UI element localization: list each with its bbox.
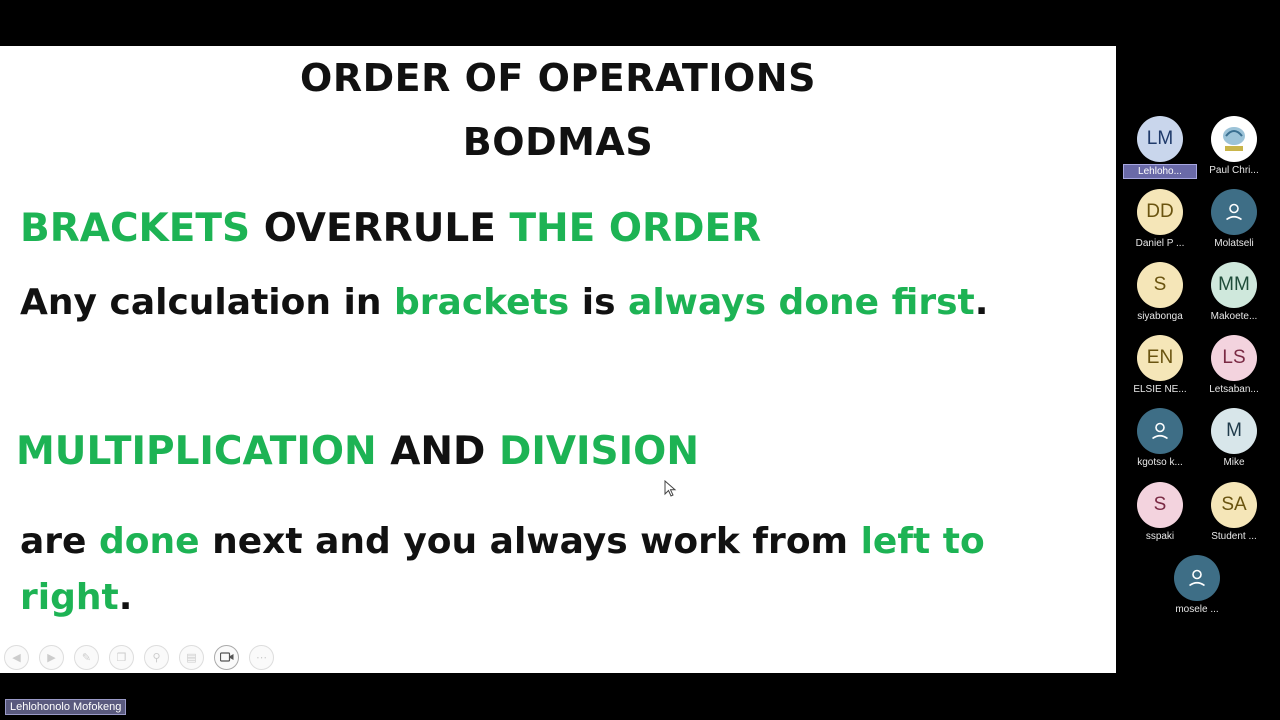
heading-green-text: MULTIPLICATION — [16, 429, 377, 474]
more-icon[interactable]: ⋯ — [249, 644, 274, 670]
participant-name: ELSIE NE... — [1133, 384, 1187, 395]
heading-green-text: BRACKETS — [20, 206, 251, 251]
participant-name: Makoete... — [1210, 311, 1258, 322]
avatar: MM — [1211, 262, 1257, 308]
avatar: DD — [1137, 189, 1183, 235]
participant-name: sspaki — [1145, 531, 1175, 542]
multiplication-explanation: are done next and you always work from l… — [20, 514, 1090, 626]
participant-name: Molatseli — [1214, 238, 1254, 249]
slide-subtitle: BODMAS — [462, 120, 654, 164]
participant-tile[interactable]: Molatseli — [1197, 189, 1271, 255]
zoom-icon[interactable]: ⚲ — [144, 644, 169, 670]
participant-name: Letsaban... — [1209, 384, 1259, 395]
highlight-text: brackets — [394, 282, 570, 323]
avatar: M — [1211, 408, 1257, 454]
participant-tile[interactable]: M Mike — [1197, 408, 1271, 474]
avatar: LS — [1211, 335, 1257, 381]
body-text: is — [569, 282, 629, 323]
participant-tile[interactable]: kgotso k... — [1123, 408, 1197, 474]
participant-name: Mike — [1223, 457, 1245, 468]
logo-avatar-icon — [1211, 116, 1257, 162]
brackets-explanation: Any calculation in brackets is always do… — [20, 282, 988, 323]
body-text: . — [974, 282, 989, 323]
prev-icon[interactable]: ◀ — [4, 644, 29, 670]
participants-panel: LM Lehloho... Paul Chri... DD Daniel P ... Mo… — [1116, 0, 1280, 720]
participant-tile[interactable]: MM Makoete... — [1197, 262, 1271, 328]
avatar: SA — [1211, 482, 1257, 528]
participant-tile[interactable]: Paul Chri... — [1197, 116, 1271, 182]
participant-name: mosele ... — [1175, 604, 1219, 615]
participant-name: Paul Chri... — [1209, 165, 1259, 176]
participant-tile[interactable]: SA Student ... — [1197, 482, 1271, 548]
participant-name: Daniel P ... — [1135, 238, 1185, 249]
multiplication-heading: MULTIPLICATION AND DIVISION — [16, 429, 699, 474]
camera-icon[interactable] — [214, 644, 239, 670]
slide-title: ORDER OF OPERATIONS — [300, 56, 816, 100]
highlight-text: done — [99, 521, 200, 562]
subtitles-icon[interactable]: ▤ — [179, 644, 204, 670]
participant-name: Student ... — [1211, 531, 1257, 542]
copy-icon[interactable]: ❐ — [109, 644, 134, 670]
heading-green-text: DIVISION — [498, 429, 699, 474]
pen-icon[interactable]: ✎ — [74, 644, 99, 670]
participant-name: siyabonga — [1137, 311, 1183, 322]
next-icon[interactable]: ▶ — [39, 644, 64, 670]
participant-tile[interactable]: DD Daniel P ... — [1123, 189, 1197, 255]
avatar: S — [1137, 482, 1183, 528]
brackets-heading: BRACKETS OVERRULE THE ORDER — [20, 206, 761, 251]
avatar: EN — [1137, 335, 1183, 381]
person-icon — [1174, 555, 1220, 601]
body-text: are — [20, 521, 99, 562]
participant-tile[interactable]: EN ELSIE NE... — [1123, 335, 1197, 401]
avatar: LM — [1137, 116, 1183, 162]
avatar: S — [1137, 262, 1183, 308]
person-icon — [1211, 189, 1257, 235]
participant-tile[interactable]: LM Lehloho... — [1123, 116, 1197, 182]
highlight-text: left to right — [20, 521, 985, 618]
body-text: Any calculation in — [20, 282, 395, 323]
highlight-text: always done first — [628, 282, 975, 323]
body-text: next and you always work from — [199, 521, 861, 562]
mouse-cursor-icon — [664, 480, 677, 497]
participant-name: Lehloho... — [1123, 164, 1197, 179]
participant-tile[interactable]: mosele ... — [1160, 555, 1234, 621]
participant-name: kgotso k... — [1137, 457, 1183, 468]
participant-tile[interactable]: LS Letsaban... — [1197, 335, 1271, 401]
presenter-name-label: Lehlohonolo Mofokeng — [5, 699, 127, 715]
body-text: . — [118, 577, 133, 618]
presentation-slide: ORDER OF OPERATIONS BODMAS BRACKETS OVER… — [0, 46, 1116, 673]
slideshow-toolbar: ◀ ▶ ✎ ❐ ⚲ ▤ ⋯ — [4, 644, 274, 670]
heading-black-text: OVERRULE — [250, 206, 510, 251]
person-icon — [1137, 408, 1183, 454]
heading-green-text: THE ORDER — [509, 206, 762, 251]
heading-black-text: AND — [376, 429, 499, 474]
